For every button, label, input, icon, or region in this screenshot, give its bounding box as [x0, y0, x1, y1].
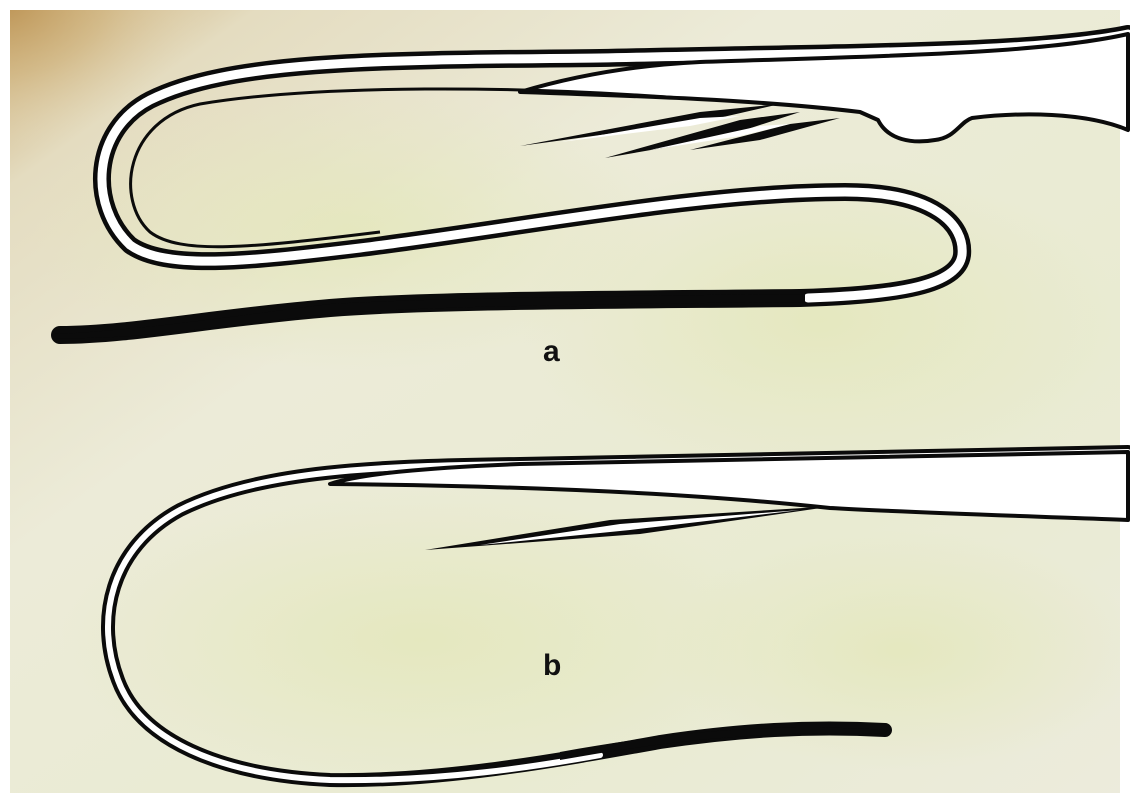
- panel-label-a: a: [543, 337, 560, 367]
- panel-label-b: b: [543, 651, 561, 681]
